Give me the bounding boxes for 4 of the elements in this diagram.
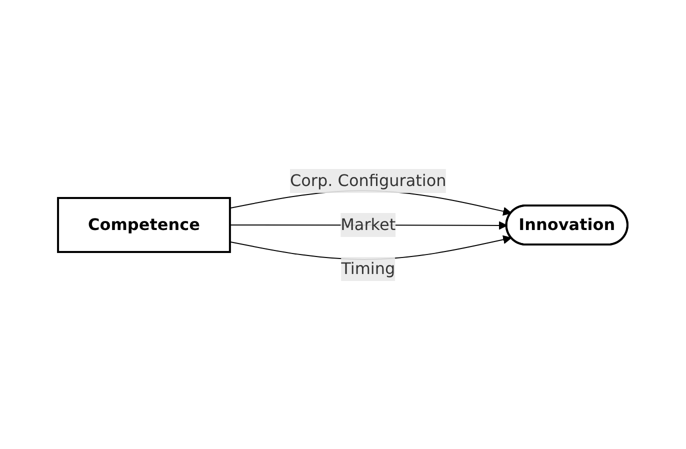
edge-label: Corp. Configuration <box>290 170 447 190</box>
edge-label: Timing <box>341 258 396 278</box>
node-box: Competence <box>57 196 232 252</box>
edge-label: Market <box>340 214 396 234</box>
